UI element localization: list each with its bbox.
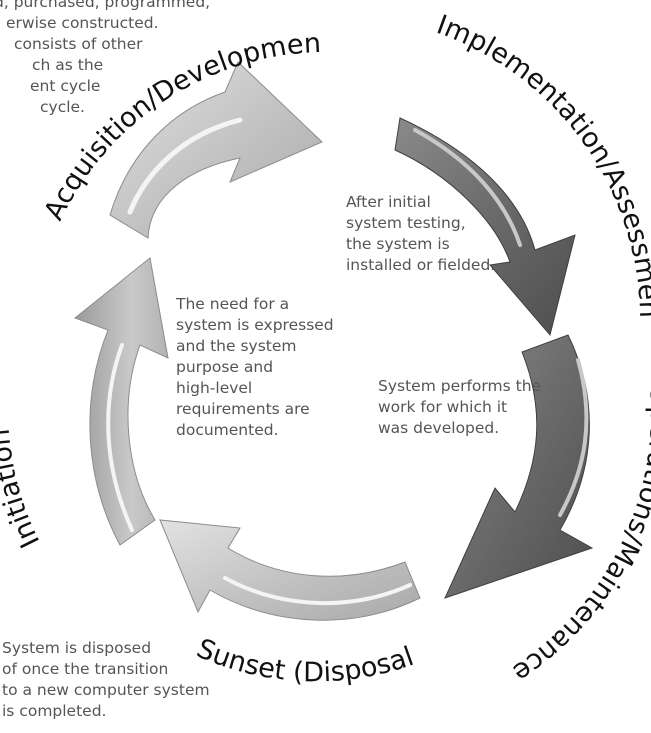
- arrow-acquisition: [109, 61, 323, 239]
- description-line: d, purchased, programmed,: [0, 0, 211, 11]
- description-line: System performs the: [378, 377, 542, 395]
- description-line: and the system: [176, 337, 297, 355]
- description-line: purpose and: [176, 358, 274, 376]
- description-line: ent cycle: [30, 77, 101, 95]
- description-implementation: After initial system testing, the system…: [346, 192, 495, 276]
- description-sunset: System is disposed of once the transitio…: [2, 638, 210, 722]
- arrow-acquisition-highlight: [127, 117, 243, 215]
- description-line: work for which it: [378, 398, 508, 416]
- description-line: After initial: [346, 193, 431, 211]
- phase-label-initiation: Initiation: [0, 427, 46, 552]
- description-line: ch as the: [32, 56, 104, 74]
- description-line: high-level: [176, 379, 253, 397]
- description-line: the system is: [346, 235, 450, 253]
- arrow-sunset: [159, 519, 421, 621]
- description-line: System is disposed: [2, 639, 152, 657]
- arrow-initiation-highlight: [106, 343, 134, 532]
- description-line: system testing,: [346, 214, 466, 232]
- arrow-operations: [444, 334, 594, 599]
- description-operations: System performs the work for which it wa…: [378, 376, 541, 439]
- arrow-operations-highlight: [558, 358, 589, 517]
- description-line: documented.: [176, 421, 279, 439]
- description-line: requirements are: [176, 400, 310, 418]
- description-line: consists of other: [14, 35, 143, 53]
- description-initiation: The need for a system is expressed and t…: [176, 294, 334, 441]
- arrow-implementation-highlight: [413, 128, 522, 247]
- description-line: erwise constructed.: [6, 14, 159, 32]
- description-line: system is expressed: [176, 316, 334, 334]
- arrow-initiation: [73, 257, 169, 546]
- description-line: The need for a: [176, 295, 290, 313]
- description-line: installed or fielded.: [346, 256, 496, 274]
- cycle-arrows: [73, 61, 594, 621]
- description-line: cycle.: [40, 98, 85, 116]
- arrow-sunset-highlight: [223, 576, 412, 606]
- description-acquisition: d, purchased, programmed, erwise constru…: [0, 0, 210, 118]
- description-line: was developed.: [378, 419, 500, 437]
- description-line: is completed.: [2, 702, 107, 720]
- description-line: to a new computer system: [2, 681, 210, 699]
- description-line: of once the transition: [2, 660, 169, 678]
- arrow-implementation: [394, 117, 576, 337]
